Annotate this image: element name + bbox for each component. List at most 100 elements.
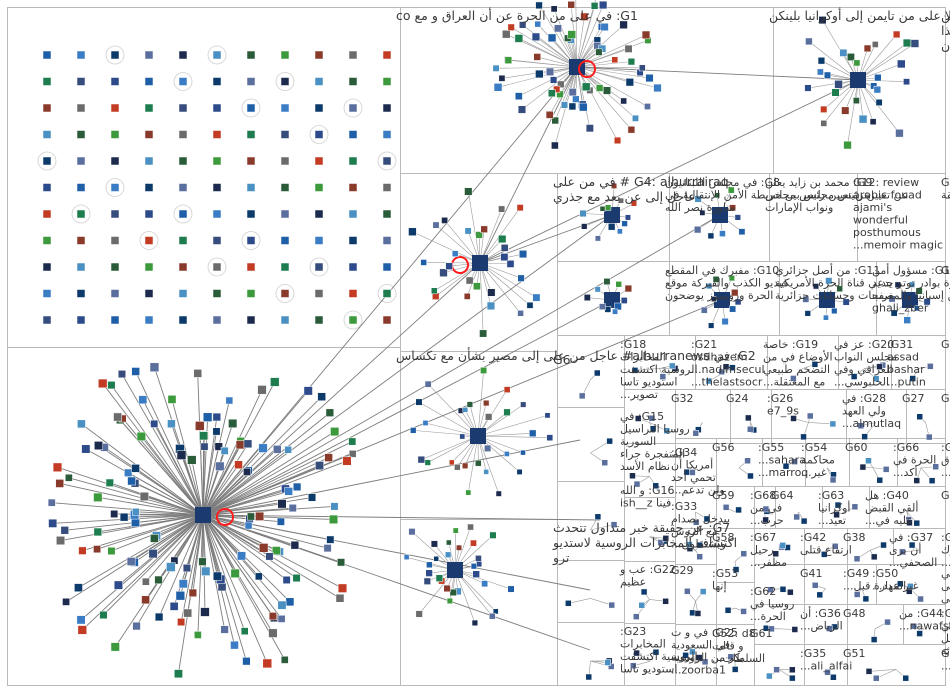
node: [230, 640, 239, 650]
node: [258, 443, 268, 453]
group-label-line: G64: [771, 489, 794, 502]
node: [657, 539, 665, 546]
node: [280, 262, 290, 272]
node: [178, 579, 188, 589]
node: [831, 543, 839, 550]
node: [842, 298, 850, 306]
node: [544, 412, 551, 419]
node: [178, 315, 188, 325]
group-label-g1: G1: في على من الحرة عن أن العراق و مع co: [396, 7, 638, 24]
group-label-line: الصحفي...: [889, 556, 937, 569]
node: [212, 183, 222, 192]
node: [212, 315, 222, 325]
group-label-line: G47: c'est: [941, 647, 950, 660]
node: [277, 499, 287, 509]
group-label-line: G23:: [620, 625, 646, 638]
group-label-line: G44: من: [899, 607, 943, 620]
group-label-line: osdhazem: [691, 351, 747, 364]
node: [464, 227, 472, 235]
group-label-line: G8: في مجلس اللبنانيون: [665, 176, 780, 189]
edge: [202, 460, 348, 516]
node: [895, 128, 904, 138]
group-label-line: يدعي قناة الحرة الأمريكية: [775, 276, 893, 290]
node: [514, 92, 523, 101]
edge: [576, 66, 658, 89]
group-label-line: نظام الأسد: [620, 459, 670, 473]
node: [831, 307, 838, 315]
edge: [202, 505, 335, 516]
group-labels: G1: في على من الحرة عن أن العراق و مع co…: [396, 7, 950, 677]
edge: [97, 514, 204, 533]
node: [790, 375, 797, 382]
node: [187, 455, 197, 465]
node: [131, 464, 140, 473]
node: [148, 549, 158, 559]
node: [578, 392, 586, 400]
edge: [197, 373, 204, 516]
node: [76, 315, 86, 325]
node: [662, 535, 670, 542]
node: [225, 396, 234, 405]
isolate-loop: [241, 98, 261, 118]
node: [280, 50, 290, 60]
edge: [191, 459, 204, 516]
node: [76, 183, 86, 192]
node: [47, 498, 56, 507]
node: [802, 295, 810, 303]
node: [110, 209, 120, 219]
node: [280, 209, 290, 219]
group-label-line: G37: في: [889, 531, 933, 544]
node: [625, 78, 634, 87]
group-label-g13: G13: aydanewsالخبر حقيقة: [941, 176, 950, 202]
node: [42, 183, 52, 192]
node: [426, 561, 433, 569]
node: [76, 50, 86, 60]
group-label-line: G25: في و ت: [671, 626, 738, 639]
group-label-g53: G53:إنها: [712, 567, 738, 593]
node: [138, 395, 148, 405]
edge: [479, 262, 521, 314]
node: [831, 88, 840, 97]
group-label-line: G15: في: [620, 410, 664, 423]
edge: [590, 598, 612, 606]
group-label-line: G52: d8: [712, 627, 756, 640]
node: [246, 262, 256, 272]
node: [76, 103, 86, 113]
node: [779, 542, 787, 549]
group-label-g57: G57: [941, 392, 950, 405]
node: [724, 607, 732, 614]
edge: [496, 66, 578, 69]
node: [451, 250, 459, 257]
group-label-line: رحيل: [750, 544, 774, 557]
node: [142, 577, 150, 586]
edge: [857, 42, 908, 81]
node: [800, 517, 808, 525]
group-label-line: العراق: [941, 454, 950, 467]
node: [107, 381, 116, 390]
inter-group-edge: [202, 214, 613, 516]
node: [789, 674, 796, 682]
node: [500, 244, 509, 252]
group-label-line: alhurraoped أن: [941, 37, 950, 53]
node: [903, 78, 910, 86]
node: [903, 316, 911, 324]
node: [110, 642, 120, 652]
node: [348, 50, 358, 60]
node: [348, 289, 358, 298]
node: [782, 462, 790, 470]
node: [110, 130, 120, 139]
node: [314, 236, 324, 245]
edge: [135, 514, 204, 524]
node: [167, 395, 177, 404]
node: [585, 673, 593, 681]
group-label-g30: G30: [941, 338, 950, 351]
group-label-line: السورية: [620, 435, 656, 448]
node: [42, 103, 52, 113]
node: [615, 281, 622, 288]
